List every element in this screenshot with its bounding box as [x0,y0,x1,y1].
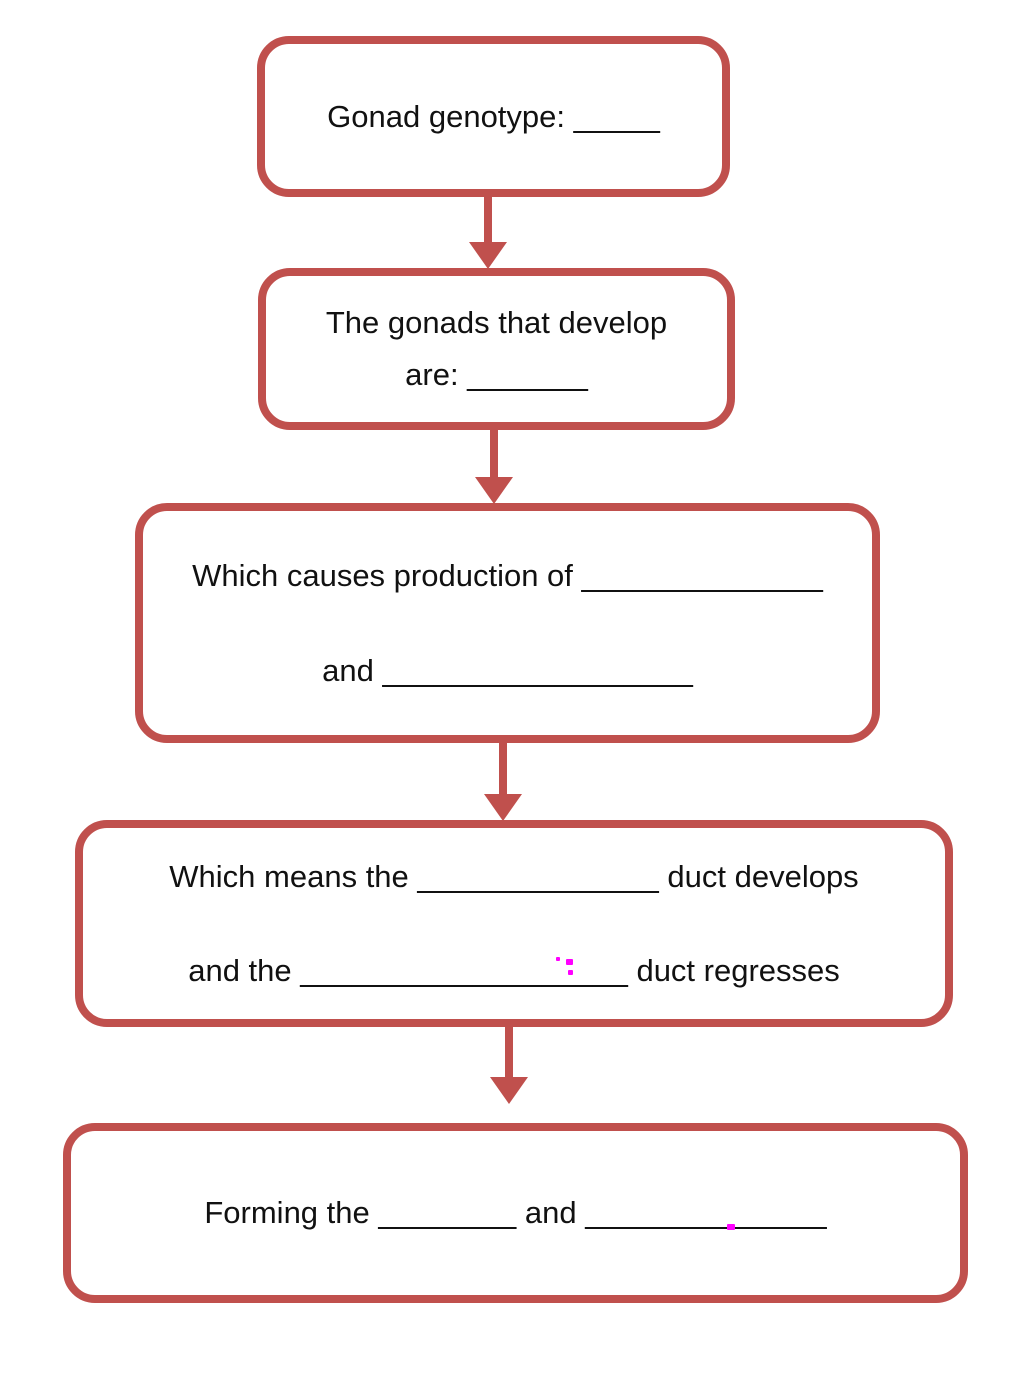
flowchart-box-gonads-develop: The gonads that develop are: _______ [258,268,735,430]
flowchart-box-gonad-genotype: Gonad genotype: _____ [257,36,730,197]
stray-ink-mark [727,1224,735,1230]
box-text-line: The gonads that develop [325,305,668,340]
box-text-line: are: _______ [405,357,588,392]
box-text-line: Gonad genotype: _____ [327,98,660,134]
down-arrow-1 [469,197,507,269]
arrow-head-icon [469,242,507,269]
arrow-head-icon [490,1077,528,1104]
down-arrow-4 [490,1027,528,1104]
stray-ink-mark [556,957,560,961]
box-text-line: Forming the ________ and ______________ [204,1195,827,1230]
arrow-head-icon [484,794,522,821]
flowchart-box-production: Which causes production of _____________… [135,503,880,743]
down-arrow-3 [484,743,522,821]
box-text-line: and __________________ [322,652,693,688]
arrow-stem [505,1027,513,1077]
stray-ink-mark [566,959,573,965]
arrow-stem [499,743,507,794]
flowchart-box-ducts: Which means the ______________ duct deve… [75,820,953,1027]
flowchart-box-forming: Forming the ________ and ______________ [63,1123,968,1303]
arrow-stem [484,197,492,242]
box-text-line: Which means the ______________ duct deve… [169,858,859,894]
arrow-stem [490,430,498,477]
down-arrow-2 [475,430,513,504]
box-text-line: and the ___________________ duct regress… [188,952,840,988]
box-text-line: Which causes production of _____________… [192,557,823,593]
arrow-head-icon [475,477,513,504]
stray-ink-mark [568,970,573,975]
